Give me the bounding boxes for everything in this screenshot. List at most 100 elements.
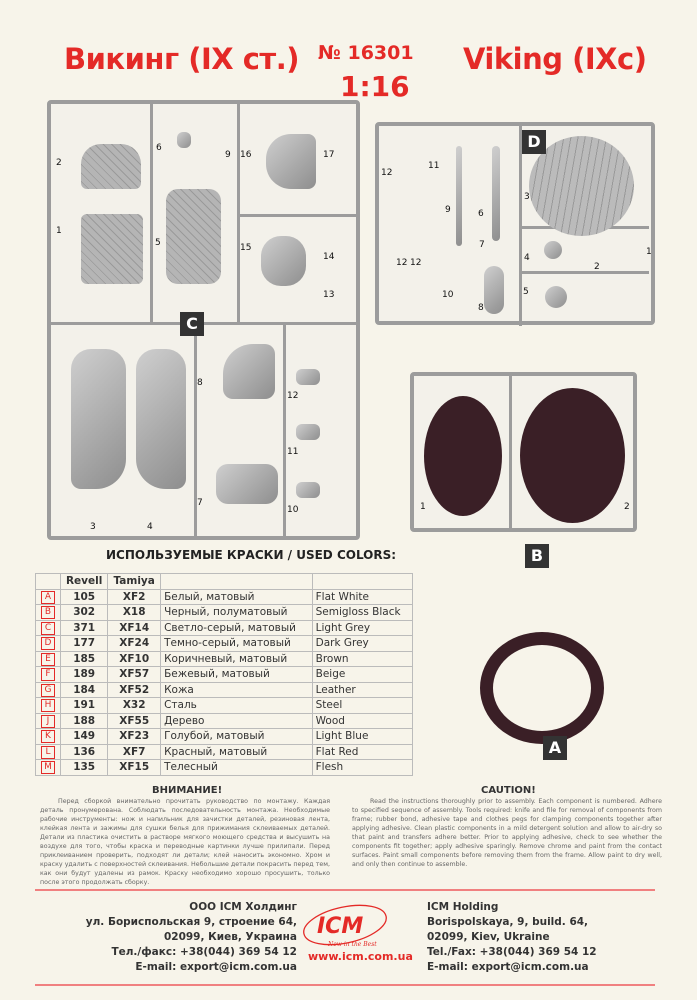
sprue-c [47,100,360,540]
color-row: E 185 XF10 Коричневый, матовый Brown [35,650,414,667]
tamiya-code: XF2 [107,588,162,605]
part-number: 12 [381,168,393,178]
color-name-ru: Кожа [160,681,313,698]
part-number: 5 [523,287,529,297]
sprue-d [375,122,655,326]
color-name-ru: Бежевый, матовый [160,666,313,683]
color-name-ru: Черный, полуматовый [160,604,313,621]
color-row: J 188 XF55 Дерево Wood [35,712,414,729]
color-code-badge: D [41,637,55,651]
color-name-ru: Голубой, матовый [160,728,313,745]
revell-code: 184 [59,681,109,698]
warning-text: Перед сборкой внимательно прочитать руко… [40,798,330,886]
revell-code: 177 [59,635,109,652]
header-cell [160,573,313,590]
part-a-label: A [543,736,567,760]
color-row: M 135 XF15 Телесный Flesh [35,759,414,776]
colors-title: ИСПОЛЬЗУЕМЫЕ КРАСКИ / USED COLORS: [106,548,397,562]
color-name-en: Semigloss Black [311,604,414,621]
color-name-en: Steel [311,697,414,714]
part-number: 4 [147,522,153,532]
color-row: F 189 XF57 Бежевый, матовый Beige [35,666,414,683]
title-en: Viking (IXc) [463,42,647,76]
tamiya-code: XF10 [107,650,162,667]
part-number: 2 [594,262,600,272]
part-number: 12 [396,258,408,268]
color-name-en: Beige [311,666,414,683]
color-row: H 191 X32 Сталь Steel [35,697,414,714]
part-number: 6 [478,209,484,219]
color-row: G 184 XF52 Кожа Leather [35,681,414,698]
website-link[interactable]: www.icm.com.ua [308,950,413,963]
part-number: 16 [240,150,252,160]
svg-text:ICM: ICM [317,914,363,939]
color-row: A 105 XF2 Белый, матовый Flat White [35,588,414,605]
scale: 1:16 [340,70,410,103]
revell-code: 188 [59,712,109,729]
part-number: 2 [56,158,62,168]
part-number: 3 [524,192,530,202]
color-code-badge: L [41,745,55,759]
color-code-badge: E [41,652,55,666]
color-name-en: Light Blue [311,728,414,745]
warning-title: ВНИМАНИЕ! [152,785,223,796]
revell-code: 302 [59,604,109,621]
part-number: 7 [197,498,203,508]
header-revell: Revell [59,573,109,590]
color-code-badge: C [41,621,55,635]
colors-table: Revell Tamiya A 105 XF2 Белый, матовый F… [35,573,414,776]
tamiya-code: XF52 [107,681,162,698]
part-number: 3 [90,522,96,532]
color-name-en: Flesh [311,759,414,776]
part-number: 10 [287,505,299,515]
color-name-ru: Красный, матовый [160,743,313,760]
part-number: 11 [428,161,440,171]
sprue-b-label: B [525,544,549,568]
sprue-b [410,372,637,532]
color-name-ru: Телесный [160,759,313,776]
color-code-badge: A [41,590,55,604]
color-row: L 136 XF7 Красный, матовый Flat Red [35,743,414,760]
revell-code: 136 [59,743,109,760]
color-row: B 302 X18 Черный, полуматовый Semigloss … [35,604,414,621]
revell-code: 149 [59,728,109,745]
sprue-c-label: C [180,312,204,336]
color-name-en: Dark Grey [311,635,414,652]
part-number: 4 [524,253,530,263]
color-code-badge: J [41,714,55,728]
revell-code: 371 [59,619,109,636]
color-name-ru: Коричневый, матовый [160,650,313,667]
tamiya-code: XF14 [107,619,162,636]
part-number: 1 [56,226,62,236]
part-number: 13 [323,290,335,300]
icm-logo: ICM New in the Best [303,904,387,948]
part-number: 14 [323,252,335,262]
part-number: 12 [287,391,299,401]
color-row: D 177 XF24 Темно-серый, матовый Dark Gre… [35,635,414,652]
tamiya-code: XF24 [107,635,162,652]
revell-code: 189 [59,666,109,683]
color-name-en: Leather [311,681,414,698]
part-number: 15 [240,243,252,253]
color-row: K 149 XF23 Голубой, матовый Light Blue [35,728,414,745]
part-number: 12 [410,258,422,268]
part-number: 10 [442,290,454,300]
color-name-ru: Дерево [160,712,313,729]
color-name-ru: Темно-серый, матовый [160,635,313,652]
part-number: 8 [478,303,484,313]
part-number: 9 [225,150,231,160]
part-number: 11 [287,447,299,457]
color-row: C 371 XF14 Светло-серый, матовый Light G… [35,619,414,636]
revell-code: 105 [59,588,109,605]
catalog-number: № 16301 [318,42,414,64]
color-code-badge: F [41,668,55,682]
part-number: 9 [445,205,451,215]
part-number: 1 [420,502,426,512]
color-name-ru: Сталь [160,697,313,714]
header-cell [35,573,61,590]
footer-divider [35,889,655,891]
color-code-badge: K [41,730,55,744]
part-number: 1 [646,247,652,257]
title-ru: Викинг (IX ст.) [64,42,299,76]
